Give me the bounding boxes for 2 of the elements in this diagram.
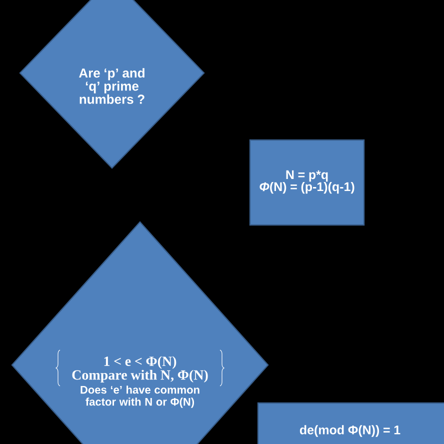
process-box: de(mod Φ(N)) = 1 <box>257 402 444 444</box>
process-box: N = p*q Φ(N) = (p-1)(q-1) <box>249 139 365 226</box>
